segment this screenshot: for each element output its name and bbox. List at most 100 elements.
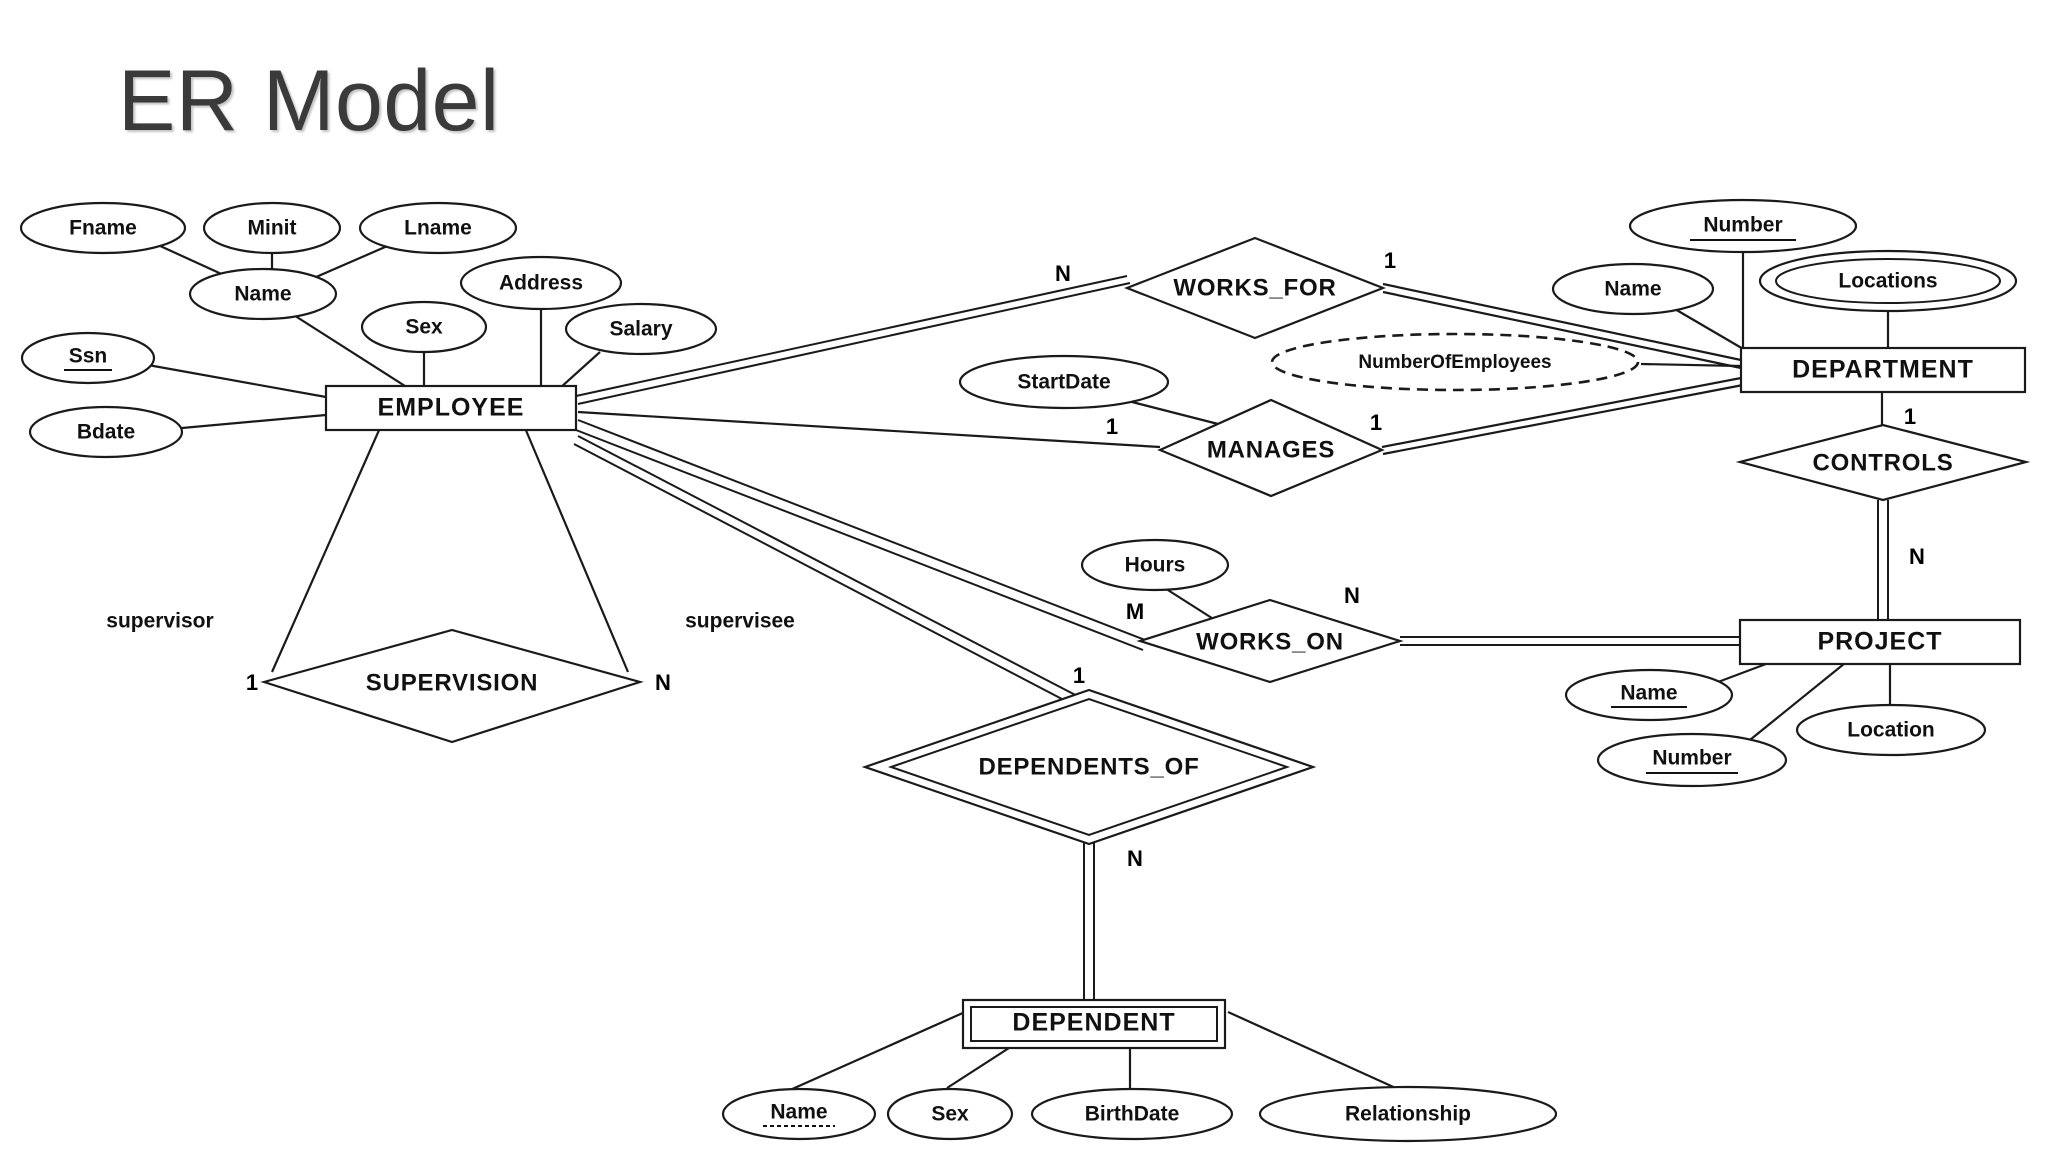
cardinality-workson-employee: M xyxy=(1126,599,1144,624)
attribute-department-name[interactable]: Name xyxy=(1551,262,1715,316)
relationship-controls[interactable]: CONTROLS xyxy=(1735,423,2031,502)
link-manages-department-b xyxy=(1382,383,1744,456)
attribute-bdate-label: Bdate xyxy=(77,421,135,444)
attribute-salary[interactable]: Salary xyxy=(564,302,718,356)
attribute-hours-label: Hours xyxy=(1125,554,1186,577)
attribute-dependent-relationship-label: Relationship xyxy=(1345,1103,1471,1126)
attribute-department-number[interactable]: Number xyxy=(1628,198,1858,254)
relationship-manages[interactable]: MANAGES xyxy=(1157,398,1385,498)
relationship-supervision[interactable]: SUPERVISION xyxy=(260,628,644,744)
attribute-startdate[interactable]: StartDate xyxy=(958,354,1170,410)
relationship-works-for-label: WORKS_FOR xyxy=(1173,274,1336,301)
link-manages-department-a xyxy=(1381,376,1742,449)
link-project-number xyxy=(1739,654,1856,749)
relationship-works-for[interactable]: WORKS_FOR xyxy=(1123,236,1387,340)
attribute-address-label: Address xyxy=(499,272,583,295)
cardinality-worksfor-department: 1 xyxy=(1384,248,1396,273)
attribute-ssn[interactable]: Ssn xyxy=(20,331,156,385)
link-employee-supervision-left xyxy=(270,427,382,673)
link-employee-workson-a xyxy=(577,419,1146,641)
relationship-controls-label: CONTROLS xyxy=(1812,449,1953,476)
attribute-dependent-name-label: Name xyxy=(770,1101,827,1124)
attribute-sex-employee-label: Sex xyxy=(405,316,443,339)
attribute-department-name-label: Name xyxy=(1604,278,1661,301)
relationship-works-on-label: WORKS_ON xyxy=(1196,628,1344,655)
attribute-name-employee[interactable]: Name xyxy=(188,267,338,321)
attribute-project-location[interactable]: Location xyxy=(1795,703,1987,757)
link-employee-worksfor-a xyxy=(575,275,1128,397)
attribute-project-name-label: Name xyxy=(1620,682,1677,705)
cardinality-manages-department: 1 xyxy=(1370,410,1382,435)
attribute-project-number-label: Number xyxy=(1652,747,1731,770)
link-workson-hours xyxy=(1159,584,1216,621)
cardinality-workson-project: N xyxy=(1344,583,1360,608)
link-worksfor-department-a xyxy=(1382,282,1742,362)
attribute-dependent-name[interactable]: Name xyxy=(721,1087,877,1141)
link-employee-dependentsof-a xyxy=(577,435,1086,701)
attribute-number-of-employees-label: NumberOfEmployees xyxy=(1358,352,1551,373)
link-employee-ssn xyxy=(147,363,327,399)
attribute-sex-employee[interactable]: Sex xyxy=(360,300,488,354)
attribute-locations[interactable]: Locations xyxy=(1758,249,2018,313)
attribute-address[interactable]: Address xyxy=(459,255,623,311)
relationship-manages-label: MANAGES xyxy=(1207,436,1335,463)
cardinality-supervision-supervisor: 1 xyxy=(246,670,258,695)
attribute-fname-label: Fname xyxy=(69,217,137,240)
attribute-hours[interactable]: Hours xyxy=(1080,538,1230,592)
link-employee-supervision-right xyxy=(523,427,630,673)
link-manages-startdate xyxy=(1131,400,1223,427)
attribute-locations-label: Locations xyxy=(1838,270,1937,293)
attribute-fname[interactable]: Fname xyxy=(19,201,187,255)
attribute-minit[interactable]: Minit xyxy=(202,201,342,255)
attribute-department-number-label: Number xyxy=(1703,214,1782,237)
entity-dependent-label: DEPENDENT xyxy=(1012,1009,1175,1037)
entity-project-label: PROJECT xyxy=(1817,628,1942,656)
attribute-dependent-sex[interactable]: Sex xyxy=(886,1087,1014,1141)
attribute-minit-label: Minit xyxy=(248,217,297,240)
attribute-project-name[interactable]: Name xyxy=(1564,668,1734,722)
relationship-dependents-of-label: DEPENDENTS_OF xyxy=(978,753,1199,780)
cardinality-manages-employee: 1 xyxy=(1106,414,1118,439)
attribute-name-employee-label: Name xyxy=(234,283,291,306)
attribute-bdate[interactable]: Bdate xyxy=(28,405,184,459)
link-dependent-name xyxy=(789,1010,966,1092)
page-title: ER Model xyxy=(118,53,500,149)
link-employee-worksfor-b xyxy=(577,282,1131,405)
attribute-project-location-label: Location xyxy=(1847,719,1935,742)
relationship-dependents-of[interactable]: DEPENDENTS_OF xyxy=(861,688,1317,846)
cardinality-dependentsof-employee: 1 xyxy=(1073,663,1085,688)
relationship-supervision-label: SUPERVISION xyxy=(366,669,538,696)
cardinality-controls-department: 1 xyxy=(1904,404,1916,429)
attribute-dependent-relationship[interactable]: Relationship xyxy=(1258,1085,1558,1143)
role-label-supervisor: supervisor xyxy=(106,610,213,633)
link-employee-name xyxy=(277,304,406,387)
link-dependent-relationship xyxy=(1227,1010,1401,1092)
cardinality-worksfor-employee: N xyxy=(1055,261,1071,286)
link-employee-dependentsof-b xyxy=(573,443,1084,711)
attribute-number-of-employees[interactable]: NumberOfEmployees xyxy=(1270,332,1640,392)
entity-department[interactable]: DEPARTMENT xyxy=(1739,346,2027,394)
attribute-project-number[interactable]: Number xyxy=(1596,732,1788,788)
entity-project[interactable]: PROJECT xyxy=(1738,618,2022,666)
attribute-dependent-birthdate-label: BirthDate xyxy=(1085,1103,1180,1126)
link-employee-workson-b xyxy=(575,429,1144,651)
attribute-salary-label: Salary xyxy=(609,318,672,341)
entity-employee[interactable]: EMPLOYEE xyxy=(324,384,578,432)
entity-dependent[interactable]: DEPENDENT xyxy=(961,998,1227,1050)
link-department-name xyxy=(1667,304,1746,351)
attribute-dependent-sex-label: Sex xyxy=(931,1103,969,1126)
entity-department-label: DEPARTMENT xyxy=(1792,356,1974,384)
link-employee-salary xyxy=(559,351,601,389)
role-label-supervisee: supervisee xyxy=(685,610,795,633)
attribute-lname-label: Lname xyxy=(404,217,472,240)
relationship-works-on[interactable]: WORKS_ON xyxy=(1136,598,1404,684)
cardinality-controls-project: N xyxy=(1909,544,1925,569)
link-department-numberofemployees xyxy=(1640,362,1742,368)
attribute-dependent-birthdate[interactable]: BirthDate xyxy=(1030,1087,1234,1141)
attribute-startdate-label: StartDate xyxy=(1017,371,1110,394)
link-employee-bdate xyxy=(159,413,327,432)
attribute-lname[interactable]: Lname xyxy=(358,201,518,255)
cardinality-supervision-supervisee: N xyxy=(655,670,671,695)
link-employee-manages xyxy=(577,410,1161,449)
